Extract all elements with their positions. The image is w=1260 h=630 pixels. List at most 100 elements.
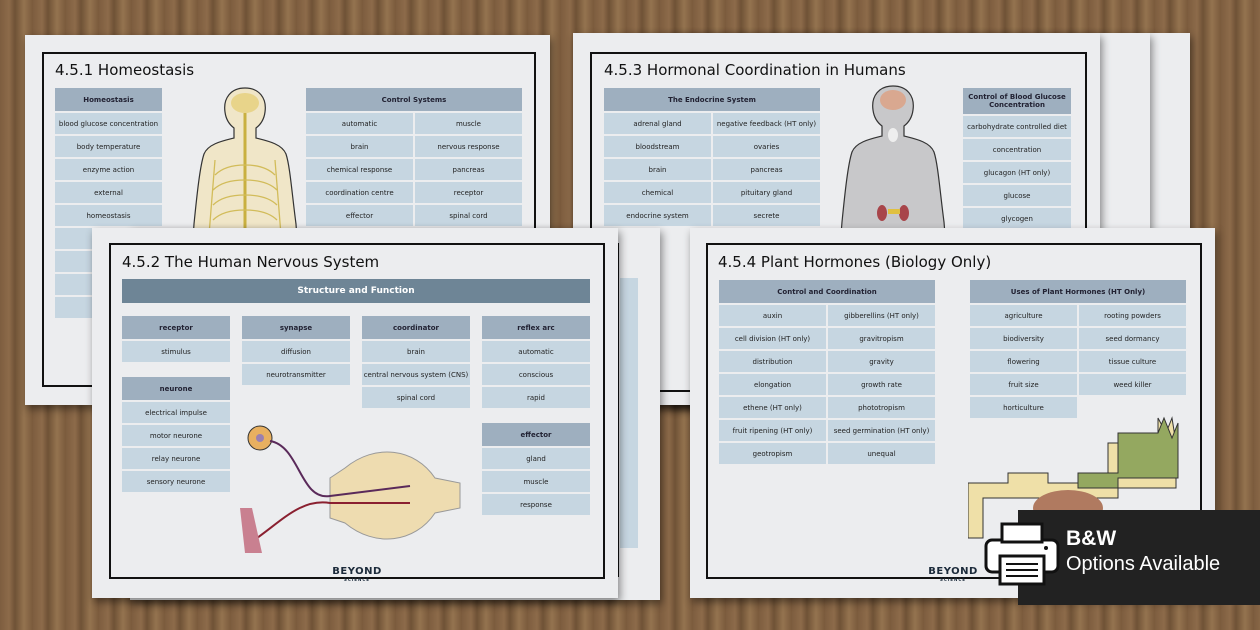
group-cell: relay neurone: [122, 448, 230, 469]
group-header: receptor: [122, 316, 230, 339]
table-cell: brain: [604, 159, 711, 180]
table-cell: endocrine system: [604, 205, 711, 226]
table-cell: effector: [306, 205, 413, 226]
group-cell: gland: [482, 448, 590, 469]
table-cell: chemical: [604, 182, 711, 203]
table-cell: receptor: [415, 182, 522, 203]
table-cell: cell division (HT only): [719, 328, 826, 349]
table-cell: coordination centre: [306, 182, 413, 203]
table-cell: muscle: [415, 113, 522, 134]
group-cell: sensory neurone: [122, 471, 230, 492]
sheet-title: 4.5.3 Hormonal Coordination in Humans: [604, 61, 906, 79]
table-cell: geotropism: [719, 443, 826, 464]
table-cell: ovaries: [713, 136, 820, 157]
table-cell: homeostasis: [55, 205, 162, 226]
table-cell: brain: [306, 136, 413, 157]
sheet-title: 4.5.4 Plant Hormones (Biology Only): [718, 253, 992, 271]
table-cell: tissue culture: [1079, 351, 1186, 372]
sheet-border: [706, 243, 1202, 579]
table-cell: seed dormancy: [1079, 328, 1186, 349]
table-cell: seed germination (HT only): [828, 420, 935, 441]
table-cell: pancreas: [415, 159, 522, 180]
table-cell: automatic: [306, 113, 413, 134]
table-cell: gravitropism: [828, 328, 935, 349]
group-header: reflex arc: [482, 316, 590, 339]
group-header: neurone: [122, 377, 230, 400]
table-cell: enzyme action: [55, 159, 162, 180]
group-cell: motor neurone: [122, 425, 230, 446]
table-cell: rooting powders: [1079, 305, 1186, 326]
table-cell: fruit ripening (HT only): [719, 420, 826, 441]
table-header: Control Systems: [306, 88, 522, 111]
table-cell: growth rate: [828, 374, 935, 395]
uses-plant-hormones-table: Uses of Plant Hormones (HT Only)agricult…: [970, 280, 1186, 418]
table-cell: agriculture: [970, 305, 1077, 326]
badge-subtitle: Options Available: [1066, 553, 1221, 575]
table-cell: distribution: [719, 351, 826, 372]
group-cell: central nervous system (CNS): [362, 364, 470, 385]
table-cell: glucagon (HT only): [963, 162, 1071, 183]
sheet-title: 4.5.1 Homeostasis: [55, 61, 195, 79]
table-cell: weed killer: [1079, 374, 1186, 395]
table-cell: adrenal gland: [604, 113, 711, 134]
table-cell: elongation: [719, 374, 826, 395]
table-cell: nervous response: [415, 136, 522, 157]
group-cell: rapid: [482, 387, 590, 408]
table-cell: body temperature: [55, 136, 162, 157]
table-cell: fruit size: [970, 374, 1077, 395]
sheet-nervous-system: 4.5.2 The Human Nervous System Structure…: [92, 228, 618, 598]
group-cell: response: [482, 494, 590, 515]
table-cell: horticulture: [970, 397, 1077, 418]
table-cell: auxin: [719, 305, 826, 326]
table-cell: glycogen: [963, 208, 1071, 229]
group-cell: automatic: [482, 341, 590, 362]
badge-title: B&W: [1066, 527, 1117, 550]
group-cell: neurotransmitter: [242, 364, 350, 385]
table-cell: gibberellins (HT only): [828, 305, 935, 326]
group-cell: conscious: [482, 364, 590, 385]
table-cell: unequal: [828, 443, 935, 464]
table-cell: spinal cord: [415, 205, 522, 226]
group-cell: muscle: [482, 471, 590, 492]
table-header: The Endocrine System: [604, 88, 820, 111]
table-cell: phototropism: [828, 397, 935, 418]
table-cell: blood glucose concentration: [55, 113, 162, 134]
table-cell: flowering: [970, 351, 1077, 372]
reflex-arc-figure: [240, 425, 461, 553]
structure-function-banner: Structure and Function: [122, 279, 590, 303]
table-cell: ethene (HT only): [719, 397, 826, 418]
group-cell: stimulus: [122, 341, 230, 362]
table-cell: external: [55, 182, 162, 203]
table-cell: secrete: [713, 205, 820, 226]
table-cell: concentration: [963, 139, 1071, 160]
table-cell: bloodstream: [604, 136, 711, 157]
table-cell: glucose: [963, 185, 1071, 206]
table-cell: chemical response: [306, 159, 413, 180]
sheet-title: 4.5.2 The Human Nervous System: [122, 253, 380, 271]
table-cell: gravity: [828, 351, 935, 372]
table-header: Uses of Plant Hormones (HT Only): [970, 280, 1186, 303]
sheet-plant-hormones: 4.5.4 Plant Hormones (Biology Only) Cont…: [690, 228, 1215, 598]
table-header: Control of Blood Glucose Concentration: [963, 88, 1071, 114]
table-header: Homeostasis: [55, 88, 162, 111]
group-header: synapse: [242, 316, 350, 339]
sheet-border: [109, 243, 605, 579]
table-cell: negative feedback (HT only): [713, 113, 820, 134]
table-header: Control and Coordination: [719, 280, 935, 303]
table-cell: pancreas: [713, 159, 820, 180]
bw-options-badge: B&W Options Available: [984, 510, 1260, 605]
printer-icon: [984, 522, 1060, 586]
group-cell: electrical impulse: [122, 402, 230, 423]
table-cell: carbohydrate controlled diet: [963, 116, 1071, 137]
